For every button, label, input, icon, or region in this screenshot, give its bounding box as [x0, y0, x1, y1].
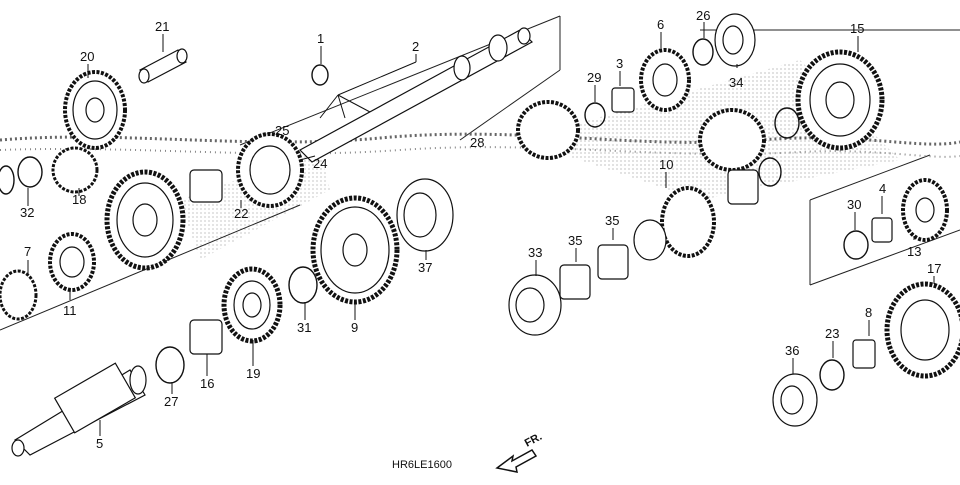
callout-11: 11	[63, 303, 77, 318]
callout-1: 1	[317, 31, 324, 46]
callout-6: 6	[657, 17, 664, 32]
callout-34: 34	[729, 75, 743, 90]
callout-29: 29	[587, 70, 601, 85]
callout-17: 17	[927, 261, 941, 276]
callout-35-upper: 35	[605, 213, 619, 228]
callout-27: 27	[164, 394, 178, 409]
gear-10	[633, 186, 716, 261]
callout-16: 16	[200, 376, 214, 391]
callout-25: 25	[275, 123, 289, 138]
callout-24: 24	[313, 156, 327, 171]
gear-18	[51, 146, 99, 194]
callout-10: 10	[659, 157, 673, 172]
callout-numbers: 1 2 3 4 5 6 7 8 9 10 11 13 15 16 17 18 1…	[20, 8, 941, 451]
callout-37: 37	[418, 260, 432, 275]
gear-6	[639, 48, 691, 112]
gear-9	[310, 195, 400, 305]
callout-2: 2	[412, 39, 419, 54]
callout-35-lower: 35	[568, 233, 582, 248]
callout-15: 15	[850, 21, 864, 36]
callout-30: 30	[847, 197, 861, 212]
callout-13: 13	[907, 244, 921, 259]
gear-11	[0, 232, 96, 321]
pin-21	[138, 48, 188, 84]
callout-4: 4	[879, 181, 886, 196]
gear-15	[795, 49, 885, 151]
callout-8: 8	[865, 305, 872, 320]
gear-mid-upper	[516, 100, 766, 172]
gear-17	[884, 281, 960, 379]
callout-26: 26	[696, 8, 710, 23]
callout-21: 21	[155, 19, 169, 34]
callout-3: 3	[616, 56, 623, 71]
callout-33: 33	[528, 245, 542, 260]
callout-19: 19	[246, 366, 260, 381]
needle-bearings	[189, 87, 893, 369]
callout-36: 36	[785, 343, 799, 358]
callout-23: 23	[825, 326, 839, 341]
callout-22: 22	[234, 206, 248, 221]
callout-5: 5	[96, 436, 103, 451]
callout-7: 7	[24, 244, 31, 259]
gear-24	[236, 132, 304, 208]
shaft-5	[11, 362, 147, 457]
callout-9: 9	[351, 320, 358, 335]
callout-18: 18	[72, 192, 86, 207]
callout-31: 31	[297, 320, 311, 335]
bearing-37	[396, 178, 454, 252]
bearing-36	[772, 373, 818, 427]
leader-lines	[27, 22, 935, 436]
gear-19	[221, 266, 283, 344]
gear-20	[63, 70, 127, 150]
gear-large-left	[104, 169, 186, 271]
diagram-code: HR6LE1600	[392, 459, 452, 471]
gear-13	[901, 178, 949, 242]
washers	[0, 38, 869, 391]
bearing-33	[508, 274, 562, 336]
callout-28: 28	[470, 135, 484, 150]
callout-32: 32	[20, 205, 34, 220]
direction-label: FR.	[523, 431, 544, 450]
front-direction-arrow: FR.	[495, 431, 544, 473]
bearing-34	[714, 13, 756, 67]
callout-20: 20	[80, 49, 94, 64]
